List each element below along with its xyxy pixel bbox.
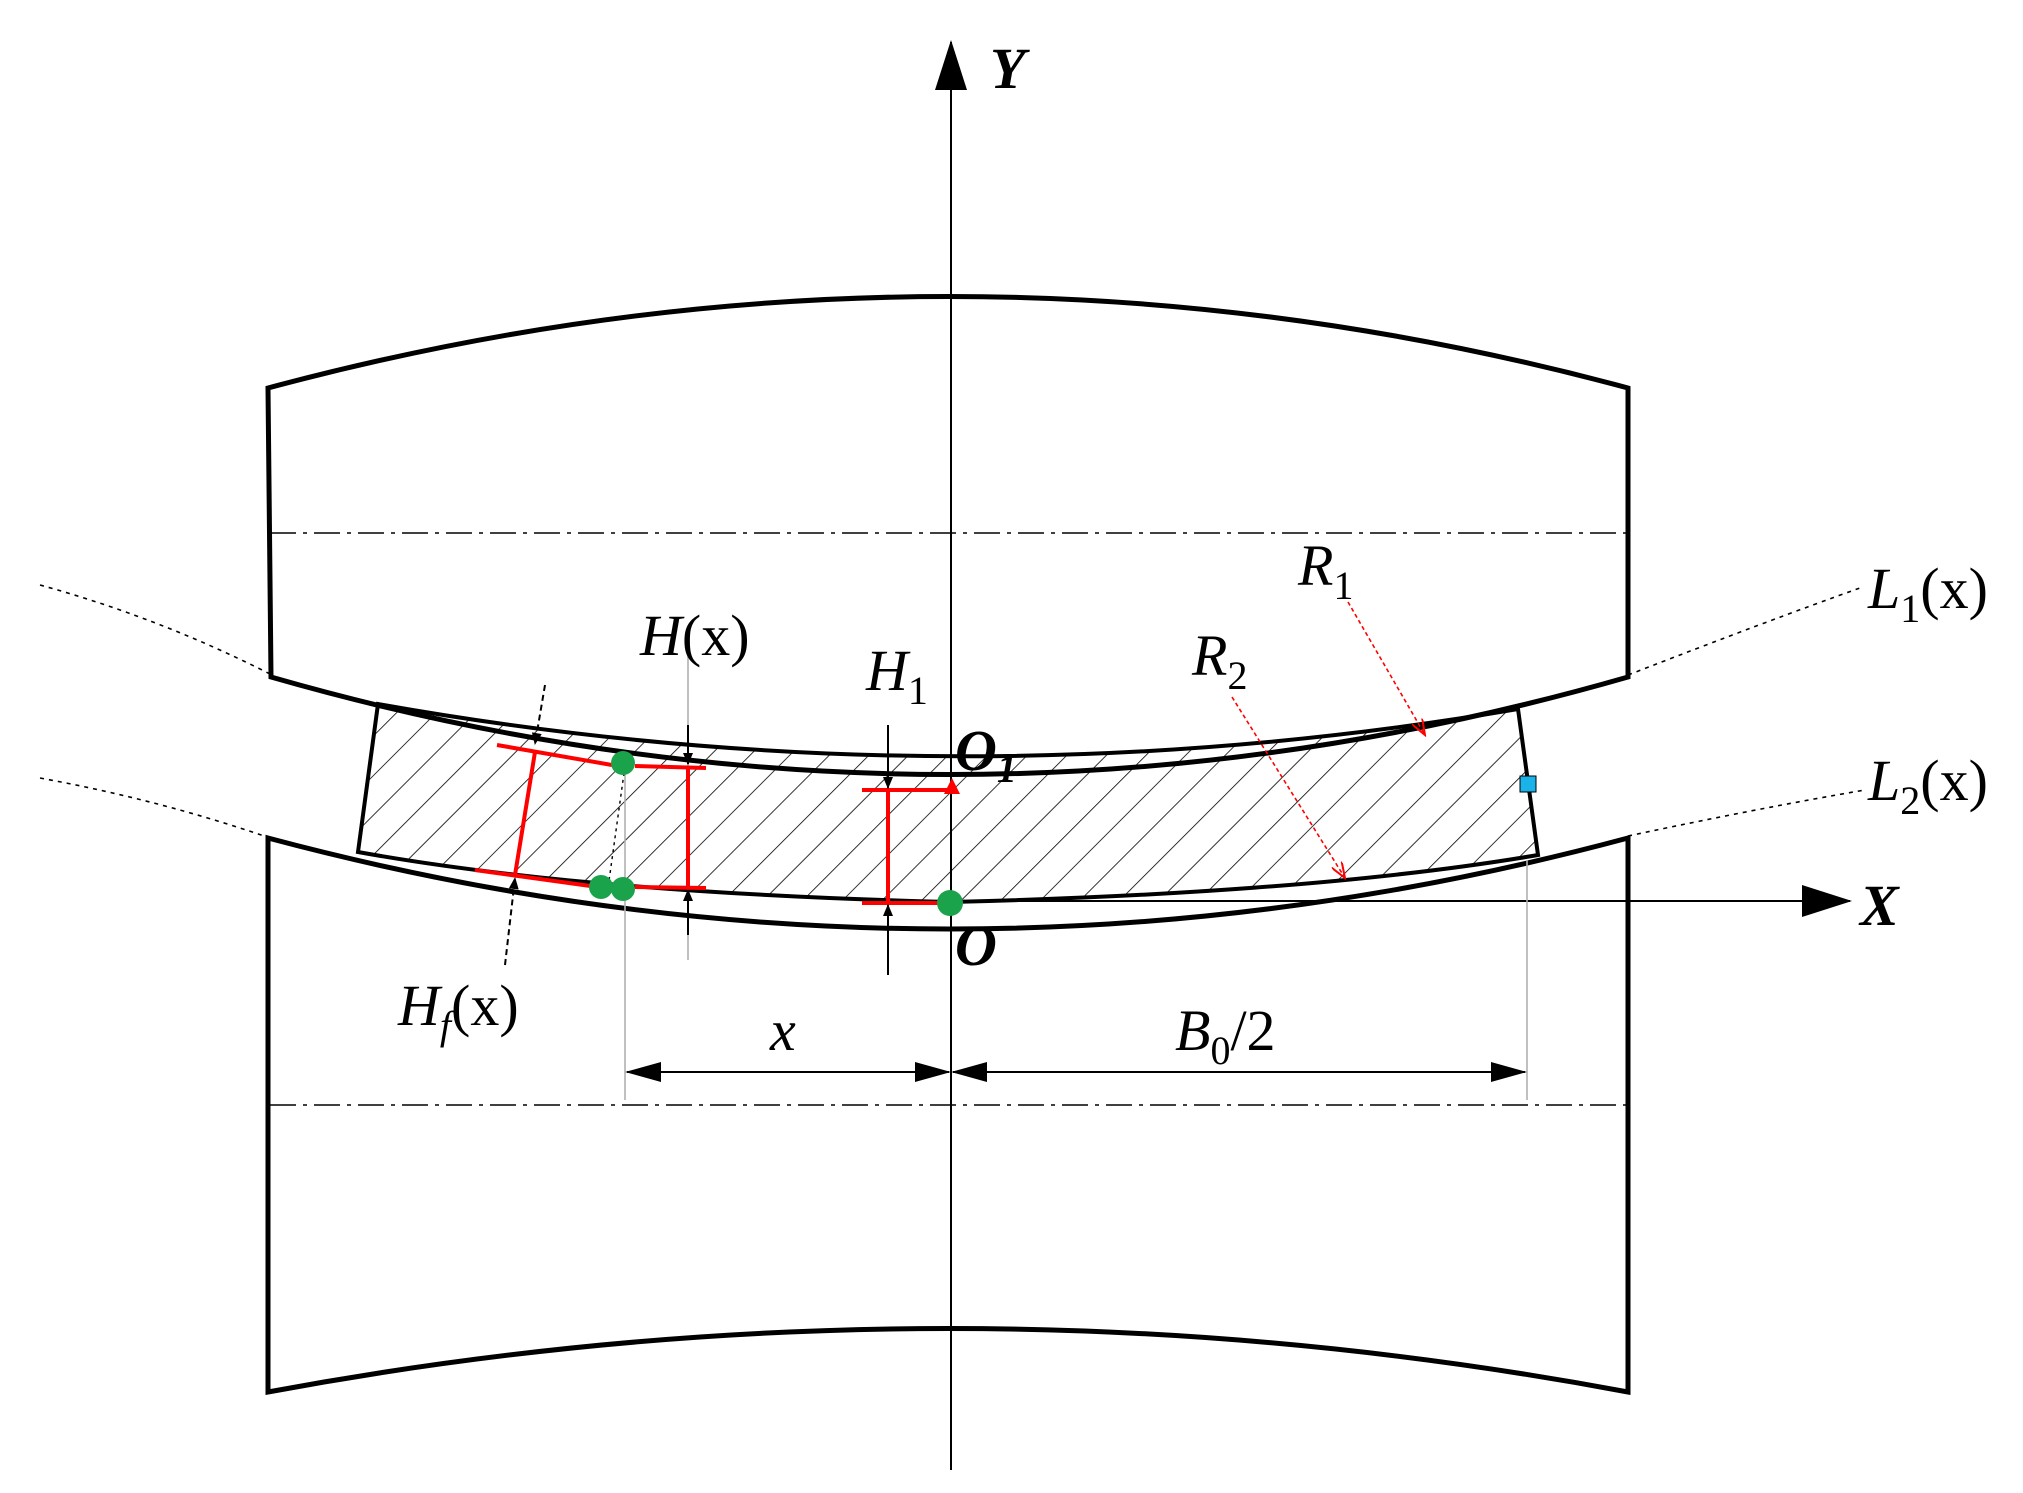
l1-curve-right <box>1627 587 1861 676</box>
l2-label: L2(x) <box>1867 748 1988 823</box>
point-upper-left <box>611 751 635 775</box>
hx-label: H(x) <box>639 603 750 668</box>
h1-label: H1 <box>865 638 928 713</box>
l1-label: L1(x) <box>1867 556 1988 631</box>
hatched-strip <box>355 701 1541 905</box>
point-lower-left-a <box>589 875 613 899</box>
lower-roll <box>265 834 1631 1396</box>
origin-label: O <box>955 913 997 978</box>
hf-arrow-bottom <box>504 877 519 966</box>
x-axis-label: X <box>1858 873 1900 938</box>
point-lower-left-b <box>611 877 635 901</box>
red-dim-hf <box>474 743 613 890</box>
b0-label: B0/2 <box>1175 998 1276 1073</box>
o1-marker <box>944 778 960 794</box>
hf-label: Hf(x) <box>397 973 519 1048</box>
x-dim-label: x <box>769 998 796 1063</box>
r1-label: R1 <box>1297 533 1353 608</box>
r2-arrow <box>1231 696 1345 878</box>
l2-curve-right <box>1627 789 1866 837</box>
y-axis-label: Y <box>990 36 1030 101</box>
red-dim-hx <box>634 764 707 890</box>
red-dim-h1 <box>862 788 948 905</box>
o1-label: O1 <box>955 718 1017 791</box>
origin-point <box>937 890 963 916</box>
r2-label: R2 <box>1191 623 1247 698</box>
cyan-marker <box>1519 775 1537 793</box>
r1-arrow <box>1347 601 1425 735</box>
l1-curve <box>39 584 273 676</box>
l2-curve <box>39 777 271 839</box>
upper-roll <box>265 294 1631 777</box>
